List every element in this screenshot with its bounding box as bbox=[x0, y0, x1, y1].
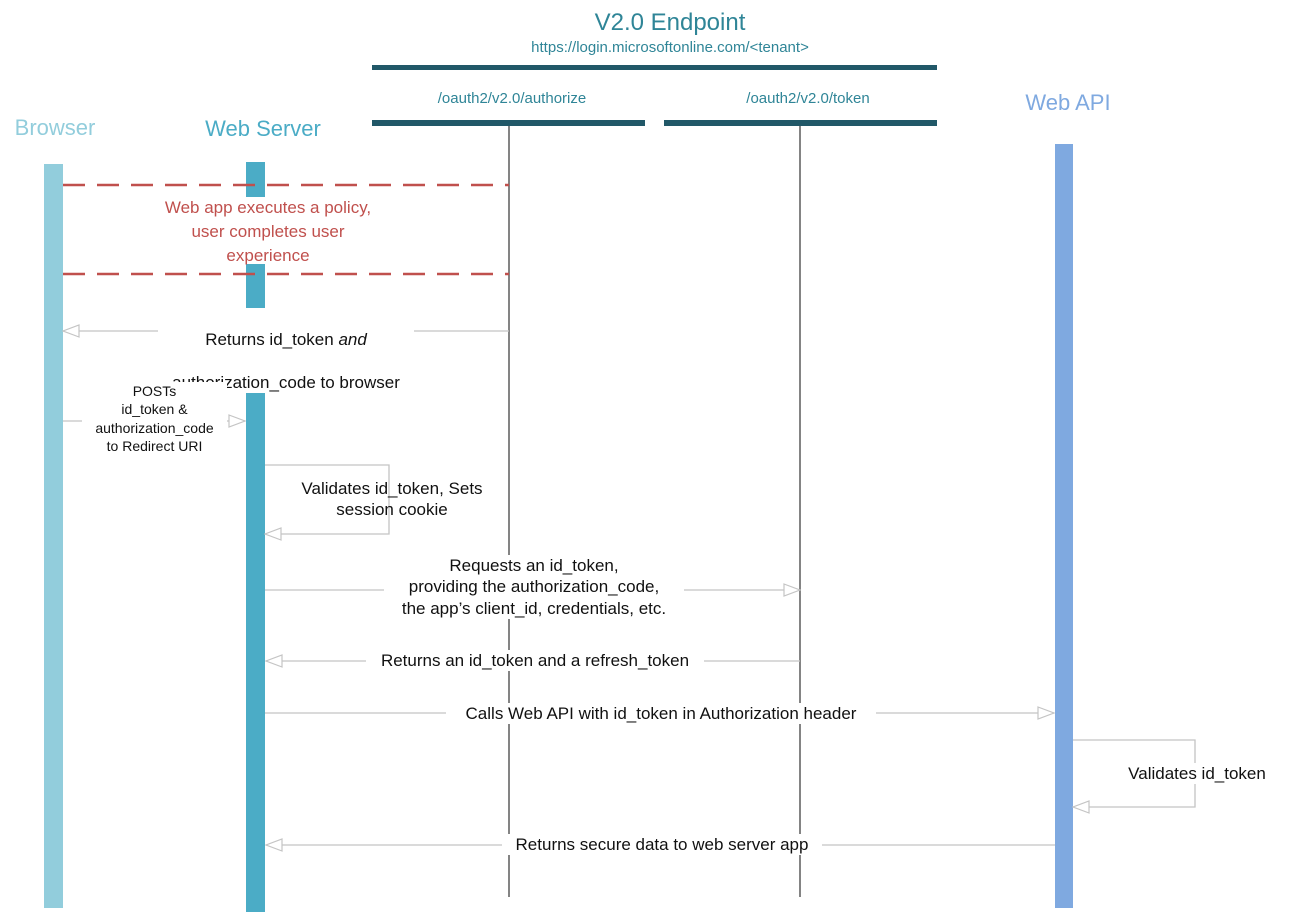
token-bar bbox=[664, 120, 937, 126]
web-server-activation-bar-2 bbox=[246, 264, 265, 308]
validates-session-label: Validates id_token, Sets session cookie bbox=[301, 479, 483, 520]
browser-participant-label: Browser bbox=[14, 115, 96, 140]
browser-activation-bar bbox=[44, 164, 63, 908]
token-endpoint-label: /oauth2/v2.0/token bbox=[746, 90, 870, 107]
returns-tokens-label: Returns id_token and authorization_code … bbox=[158, 308, 414, 393]
returns-refresh-token-label: Returns an id_token and a refresh_token bbox=[366, 650, 704, 672]
requests-id-token-label: Requests an id_token, providing the auth… bbox=[384, 555, 684, 619]
policy-note: Web app executes a policy, user complete… bbox=[164, 198, 372, 265]
web-api-participant-label: Web API bbox=[1025, 90, 1111, 115]
calls-web-api-label: Calls Web API with id_token in Authoriza… bbox=[446, 703, 876, 725]
web-server-activation-bar-3 bbox=[246, 356, 265, 912]
authorize-bar bbox=[372, 120, 645, 126]
returns-secure-data-label: Returns secure data to web server app bbox=[502, 834, 822, 856]
web-server-participant-label: Web Server bbox=[205, 116, 321, 141]
api-validates-label: Validates id_token bbox=[1117, 763, 1277, 785]
returns-tokens-emphasis: and bbox=[338, 330, 367, 350]
posts-to-redirect-label: POSTs id_token & authorization_code to R… bbox=[82, 382, 227, 456]
web-api-activation-bar bbox=[1055, 144, 1073, 908]
endpoint-bar bbox=[372, 65, 937, 70]
endpoint-title: V2.0 Endpoint bbox=[594, 9, 746, 36]
returns-tokens-line1: Returns id_token and bbox=[205, 330, 367, 350]
authorize-endpoint-label: /oauth2/v2.0/authorize bbox=[437, 90, 587, 107]
endpoint-url: https://login.microsoftonline.com/<tenan… bbox=[531, 39, 809, 56]
web-server-activation-bar-1 bbox=[246, 162, 265, 197]
arrow-validates-self-call bbox=[265, 464, 390, 534]
